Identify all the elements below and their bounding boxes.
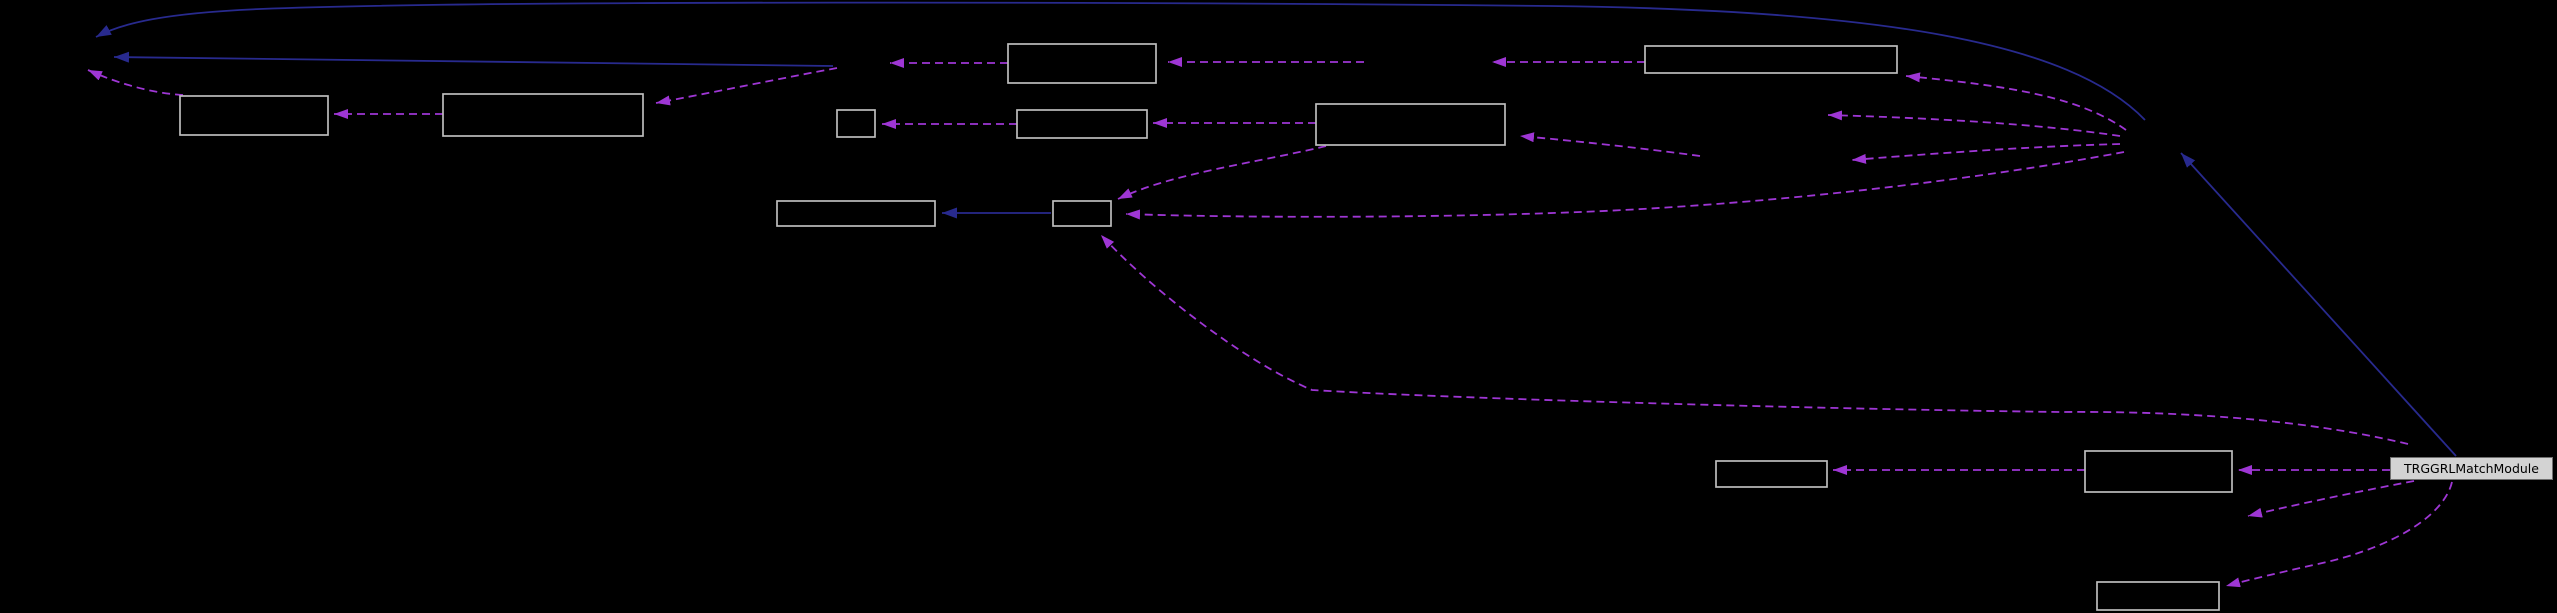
node-n6[interactable] — [1016, 109, 1148, 139]
dep-edge-main-n12 — [2225, 481, 2453, 588]
dep-edge-n1-upleft — [87, 69, 184, 96]
dep-edge-right-to-n9 — [1125, 151, 2125, 220]
dep-edge-right-to-n4 — [1905, 72, 2127, 131]
node-n12[interactable] — [2096, 581, 2220, 611]
node-n1[interactable] — [179, 95, 329, 136]
node-n3[interactable] — [1007, 43, 1157, 84]
node-n5[interactable] — [836, 109, 876, 138]
node-n7[interactable] — [1315, 103, 1506, 146]
inherit-edge-middle — [113, 51, 834, 67]
main-node-label: TRGGRLMatchModule — [2404, 461, 2539, 476]
node-layer — [179, 43, 2233, 611]
dep-edge-main-n9-long — [1100, 234, 2409, 445]
dep-edge-n7-n9 — [1117, 145, 1327, 200]
node-n10[interactable] — [1715, 460, 1828, 488]
node-n9[interactable] — [1052, 200, 1112, 227]
node-TRGGRLMatchModule[interactable]: TRGGRLMatchModule — [2390, 457, 2553, 480]
dep-edge-right-mid2 — [1851, 143, 2121, 164]
dep-edge-hidden-to-n2 — [655, 67, 838, 106]
dep-edge-main-downleft — [2247, 480, 2415, 518]
node-n8[interactable] — [776, 200, 936, 227]
dep-edge-mid-to-n7 — [1519, 132, 1701, 157]
node-n2[interactable] — [442, 93, 644, 137]
inherit-edge-top-arc — [95, 1, 2146, 121]
inherit-edge-from-main — [2180, 152, 2457, 457]
edge-layer — [87, 1, 2457, 588]
dep-edge-right-mid1 — [1827, 110, 2121, 137]
node-n11[interactable] — [2084, 450, 2233, 493]
node-n4[interactable] — [1644, 45, 1898, 74]
